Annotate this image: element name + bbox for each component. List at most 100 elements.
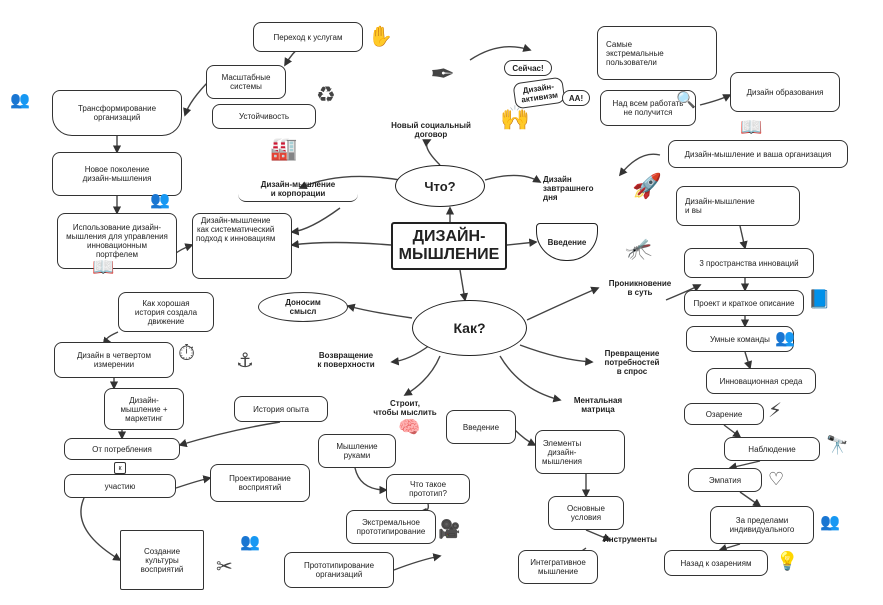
connector-arrow — [499, 355, 562, 403]
node-sustainability[interactable]: Устойчивость — [212, 104, 316, 129]
node-dt-and-you[interactable]: Дизайн-мышление и вы — [676, 186, 800, 226]
node-scalable-systems[interactable]: Масштабные системы — [206, 65, 286, 99]
hand-icon: ✋ — [368, 24, 393, 48]
node-build-to-think[interactable]: Строит, чтобы мыслить — [373, 399, 437, 417]
people-icon: 👥 — [775, 328, 795, 347]
hub-what[interactable]: Что? — [395, 165, 485, 207]
node-working-on-it[interactable]: Над всем работать не получится — [600, 90, 696, 126]
node-smart-teams[interactable]: Умные команды — [686, 326, 794, 352]
node-design-of-tomorrow[interactable]: Дизайн завтрашнего дня — [543, 174, 594, 202]
rocket-icon: 🚀 — [632, 172, 662, 200]
connector-arrow — [739, 225, 748, 250]
connector-arrow — [699, 94, 732, 106]
node-new-social-contract[interactable]: Новый социальный договор — [391, 121, 471, 139]
connector-arrow — [728, 460, 761, 471]
connector-arrow — [390, 344, 431, 366]
node-participation[interactable]: участию — [64, 474, 176, 498]
people-icon: 👥 — [10, 90, 30, 109]
book-icon: 📖 — [92, 257, 115, 278]
factory-icon: 🏭 — [270, 137, 298, 162]
node-three-spaces[interactable]: 3 пространства инноваций — [684, 248, 814, 278]
people-icon: 👥 — [150, 190, 170, 209]
node-what-is-prototype[interactable]: Что такое прототип? — [386, 474, 470, 504]
hub-how[interactable]: Как? — [412, 300, 527, 356]
node-dt-and-your-org[interactable]: Дизайн-мышление и ваша организация — [668, 140, 848, 168]
connector-arrow — [298, 175, 401, 190]
connector-arrow — [585, 529, 612, 542]
node-good-story[interactable]: Как хорошая история создала движение — [118, 292, 214, 332]
people-icon: 🙌 — [500, 104, 530, 132]
node-observation[interactable]: Наблюдение — [724, 437, 820, 461]
node-design-fourth-dim[interactable]: Дизайн в четвертом измерении — [54, 342, 174, 378]
node-new-generation[interactable]: Новое поколение дизайн-мышления — [52, 152, 182, 196]
lightning-icon: ⚡ — [768, 398, 783, 422]
connector-arrow — [80, 497, 122, 561]
connector-arrow — [290, 239, 392, 249]
sign-now[interactable]: Сейчас! — [504, 60, 552, 76]
magnifier-icon: 🔍 — [676, 90, 696, 109]
node-back-to-insight[interactable]: Назад к озарениям — [664, 550, 768, 576]
node-using-dt-portfolio[interactable]: Использование дизайн- мышления для управ… — [57, 213, 177, 269]
book-icon: 📖 — [740, 117, 763, 138]
connector-arrow — [175, 475, 212, 489]
people-icon: 👥 — [820, 512, 840, 531]
connector-arrow — [743, 351, 753, 370]
node-penetration[interactable]: Проникновение в суть — [608, 279, 672, 297]
node-project-brief[interactable]: Проект и краткое описание — [684, 290, 804, 316]
connector-arrow — [102, 331, 119, 345]
connector-arrow — [519, 344, 594, 366]
connector-arrow — [506, 238, 538, 247]
node-dt-elements[interactable]: Элементы дизайн- мышления — [535, 430, 625, 474]
node-design-marketing[interactable]: Дизайн- мышление + маркетинг — [104, 388, 184, 430]
connector-arrow — [618, 153, 661, 177]
node-dt-systematic[interactable]: Дизайн-мышление как систематический подх… — [192, 213, 292, 279]
submarine-icon: ⚓ — [236, 348, 254, 372]
node-extreme-prototyping[interactable]: Экстремальное прототипирование — [346, 510, 436, 544]
scissors-icon: ✂ — [216, 554, 233, 578]
node-design-education[interactable]: Дизайн образования — [730, 72, 840, 112]
node-conveying-meaning[interactable]: Доносим смысл — [258, 292, 348, 322]
connector-arrow — [393, 553, 442, 571]
node-basic-conditions[interactable]: Основные условия — [548, 496, 624, 530]
mosquito-icon: 🦟 — [625, 237, 653, 262]
node-tools[interactable]: Инструменты — [602, 534, 658, 544]
node-org-prototyping[interactable]: Прототипирование организаций — [284, 552, 394, 588]
connector-arrow — [469, 43, 532, 61]
node-org-transformation[interactable]: Трансформирование организаций — [52, 90, 182, 136]
node-return-to-surface[interactable]: Возвращение к поверхности — [317, 351, 375, 369]
node-culture-of-perceptions[interactable]: Создание культуры восприятий — [120, 530, 204, 590]
brain-icon: 🧠 — [398, 417, 421, 438]
connector-arrow — [459, 269, 469, 302]
book-icon: 📘 — [808, 289, 831, 310]
node-designing-perceptions[interactable]: Проектирование восприятий — [210, 464, 310, 502]
connector-arrow — [290, 207, 341, 236]
node-transition-to-services[interactable]: Переход к услугам — [253, 22, 363, 52]
connector-arrow — [403, 355, 441, 396]
center-title[interactable]: ДИЗАЙН- МЫШЛЕНИЕ — [391, 222, 507, 270]
node-introduction[interactable]: Введение — [446, 410, 516, 444]
connector-arrow — [422, 139, 441, 166]
node-dt-and-corporations[interactable]: Дизайн-мышление и корпорации — [238, 176, 358, 202]
connector-arrow — [739, 491, 762, 507]
bulb-icon: 💡 — [776, 551, 799, 572]
node-insight[interactable]: Озарение — [684, 403, 764, 425]
node-beyond-individual[interactable]: За пределами индивидуального — [710, 506, 814, 544]
node-extreme-users[interactable]: Самые экстремальные пользователи — [597, 26, 717, 80]
connector-arrow — [484, 174, 542, 183]
node-innovation-env[interactable]: Инновационная среда — [706, 368, 816, 394]
node-turning-needs[interactable]: Превращение потребностей в спрос — [604, 348, 660, 376]
binoculars-icon: 🔭 — [826, 435, 849, 456]
node-from-consumption[interactable]: От потребления — [64, 438, 180, 460]
node-empathy[interactable]: Эмпатия — [688, 468, 762, 492]
connector-arrow — [723, 424, 742, 439]
sign-aa[interactable]: АА! — [562, 90, 590, 106]
node-thinking-with-hands[interactable]: Мышление руками — [318, 434, 396, 468]
node-k-letter[interactable]: к — [114, 462, 126, 474]
node-mental-matrix[interactable]: Ментальная матрица — [573, 396, 623, 414]
node-integrative-thinking[interactable]: Интегративное мышление — [518, 550, 598, 584]
clock-icon: ⏱ — [178, 341, 196, 366]
connector-arrow — [526, 286, 600, 321]
quill-icon: ✒ — [430, 57, 456, 92]
node-experience-story[interactable]: История опыта — [234, 396, 328, 422]
